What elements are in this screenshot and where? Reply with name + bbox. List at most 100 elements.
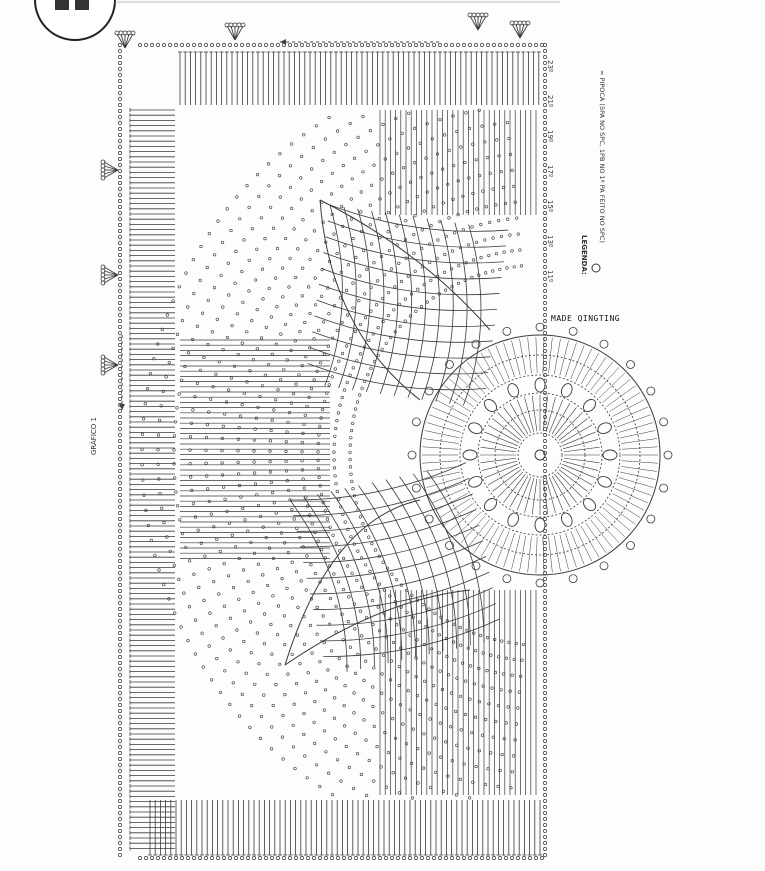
motif-outer-spoke xyxy=(542,337,545,374)
picot-cluster xyxy=(100,159,119,181)
fan-dot xyxy=(338,403,342,407)
fan-dot xyxy=(335,328,339,332)
mesh-line xyxy=(299,509,477,548)
motif-outer-spoke xyxy=(620,471,656,480)
fan-dot xyxy=(416,287,420,291)
fan-dot xyxy=(375,303,379,307)
picot-petal xyxy=(103,360,119,366)
fan-dot xyxy=(499,170,503,174)
fan-dot xyxy=(494,719,498,724)
fan-dot xyxy=(444,706,448,710)
fan-dot xyxy=(202,598,206,603)
fan-dot xyxy=(454,709,458,714)
fan-dot xyxy=(259,514,263,519)
fan-dot xyxy=(488,220,492,224)
fan-dot xyxy=(248,369,252,373)
motif-outer-spoke xyxy=(429,414,464,428)
motif-outer-spoke xyxy=(621,466,657,472)
picot-tip xyxy=(240,22,246,28)
chain-dot xyxy=(118,643,122,647)
fan-dot xyxy=(172,434,177,438)
chain-dot xyxy=(118,295,122,299)
fan-dot xyxy=(284,440,288,444)
fan-dot xyxy=(225,207,229,211)
chain-dot xyxy=(312,43,316,47)
motif-spoke xyxy=(554,473,577,503)
fan-dot xyxy=(334,482,338,486)
chain-dot xyxy=(118,421,122,425)
fan-dot xyxy=(300,459,304,463)
picot-legend-icon xyxy=(591,263,601,273)
fan-dot xyxy=(342,556,346,561)
picot-petal xyxy=(103,161,119,171)
fan-dot xyxy=(236,449,240,453)
fan-dot xyxy=(308,513,312,517)
fan-dot xyxy=(333,474,337,478)
chain-dot xyxy=(384,856,388,860)
chain-dot xyxy=(118,319,122,323)
fan-dot xyxy=(238,217,242,221)
fan-dot xyxy=(491,236,495,240)
fan-dot xyxy=(459,145,463,149)
fan-dot xyxy=(261,525,265,529)
fan-dot xyxy=(470,731,474,735)
chain-dot xyxy=(246,43,250,47)
chain-dot xyxy=(118,529,122,533)
fan-dot xyxy=(337,359,341,363)
chain-dot xyxy=(118,547,122,551)
chain-dot xyxy=(543,271,547,275)
fan-dot xyxy=(341,638,345,642)
chain-dot xyxy=(118,835,122,839)
mesh-line xyxy=(449,222,468,404)
fan-dot xyxy=(252,438,256,442)
fan-dot xyxy=(261,297,265,301)
fan-dot xyxy=(302,133,306,137)
fan-dot xyxy=(352,156,357,160)
fan-dot xyxy=(494,252,499,256)
fan-dot xyxy=(341,163,345,168)
fan-dot xyxy=(188,435,193,439)
chain-dot xyxy=(543,403,547,407)
fan-dot xyxy=(290,206,294,210)
fan-dot xyxy=(164,375,168,379)
chain-dot xyxy=(492,43,496,47)
fan-dot xyxy=(208,611,212,615)
fan-dot xyxy=(258,394,262,399)
motif-outer-spoke xyxy=(422,446,459,450)
fan-dot xyxy=(376,326,380,330)
fan-dot xyxy=(306,504,310,508)
chain-dot xyxy=(438,43,442,47)
fan-dot xyxy=(459,728,463,732)
fan-dot xyxy=(488,171,492,175)
fan-dot xyxy=(334,426,338,431)
motif-outer-spoke xyxy=(614,406,648,422)
fan-dot xyxy=(427,751,431,755)
chain-dot xyxy=(543,79,547,83)
fan-dot xyxy=(335,489,339,494)
chain-dot xyxy=(118,715,122,719)
chain-dot xyxy=(342,856,346,860)
chain-dot xyxy=(432,43,436,47)
fan-dot xyxy=(464,111,468,115)
fan-dot xyxy=(330,375,334,379)
fan-dot xyxy=(183,364,187,369)
chain-dot xyxy=(543,301,547,305)
motif-spoke xyxy=(558,418,588,441)
chain-dot xyxy=(543,697,547,701)
chain-dot xyxy=(118,433,122,437)
motif-outer-spoke xyxy=(598,511,626,538)
chain-dot xyxy=(426,43,430,47)
fan-dot xyxy=(356,752,360,756)
fan-dot xyxy=(510,249,514,253)
motif-outer-spoke xyxy=(426,477,462,488)
fan-dot xyxy=(332,466,337,470)
fan-dot xyxy=(236,353,240,357)
fan-dot xyxy=(443,270,447,275)
fan-dot xyxy=(220,449,224,453)
chain-dot xyxy=(118,589,122,593)
chain-dot xyxy=(543,109,547,113)
chain-dot xyxy=(543,313,547,317)
chain-dot xyxy=(204,856,208,860)
fan-dot xyxy=(260,267,265,271)
chain-dot xyxy=(118,115,122,119)
